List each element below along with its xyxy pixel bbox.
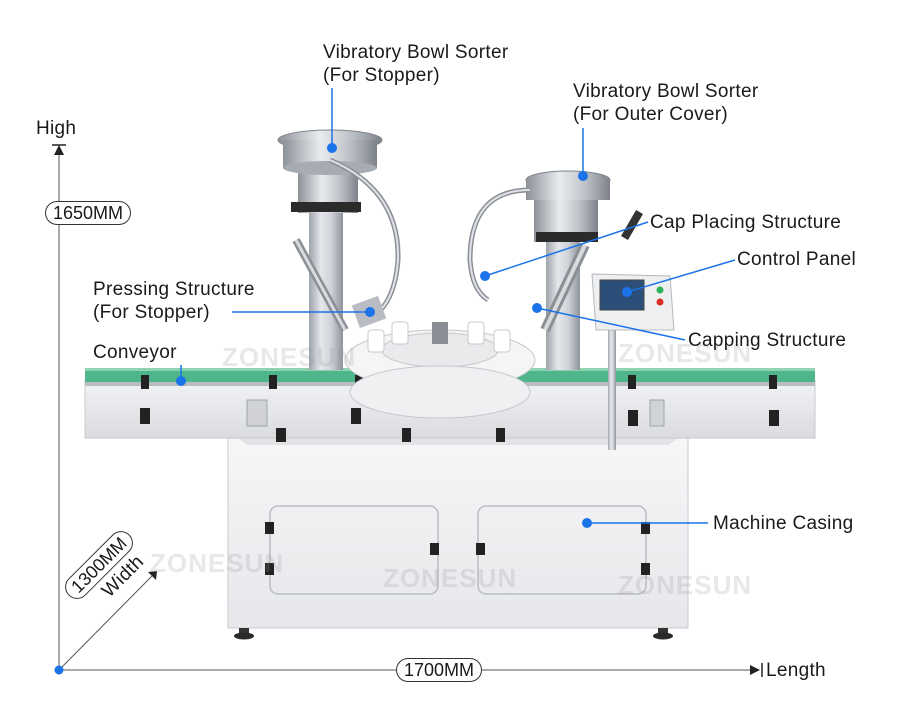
- left-bowl-assembly: [277, 129, 401, 370]
- control-panel-unit: [591, 273, 675, 450]
- height-axis: [52, 144, 66, 670]
- label-line: Pressing Structure: [93, 279, 255, 300]
- star-wheel: [344, 321, 536, 419]
- width-axis: [58, 571, 157, 671]
- height-axis-label: High: [36, 118, 77, 139]
- watermark: ZONESUN: [383, 563, 518, 593]
- label-cap-placing: Cap Placing Structure: [650, 212, 842, 233]
- label-line: (For Stopper): [93, 302, 210, 323]
- label-line: (For Stopper): [323, 65, 440, 86]
- watermark: ZONESUN: [618, 570, 753, 600]
- watermark: ZONESUN: [222, 342, 357, 372]
- label-machine-casing: Machine Casing: [713, 513, 854, 534]
- height-value: 1650MM: [45, 201, 132, 225]
- label-bowl-cover: Vibratory Bowl Sorter (For Outer Cover): [573, 80, 758, 126]
- label-line: Vibratory Bowl Sorter: [323, 42, 509, 63]
- right-bowl-assembly: [467, 170, 643, 370]
- watermark: ZONESUN: [618, 338, 753, 368]
- length-axis-label: Length: [766, 660, 826, 681]
- label-control-panel: Control Panel: [737, 249, 857, 270]
- origin-dot: [54, 665, 64, 675]
- label-pressing: Pressing Structure (For Stopper): [93, 278, 255, 324]
- callout-lines: [180, 88, 736, 524]
- label-conveyor: Conveyor: [93, 342, 177, 363]
- machine-casing-body: [227, 431, 689, 640]
- length-value: 1700MM: [396, 658, 483, 682]
- label-capping: Capping Structure: [688, 330, 847, 351]
- watermark: ZONESUN: [150, 548, 285, 578]
- label-line: Vibratory Bowl Sorter: [573, 81, 759, 102]
- callout-dots: [176, 143, 632, 528]
- label-line: (For Outer Cover): [573, 104, 729, 125]
- label-bowl-stopper: Vibratory Bowl Sorter (For Stopper): [323, 41, 508, 87]
